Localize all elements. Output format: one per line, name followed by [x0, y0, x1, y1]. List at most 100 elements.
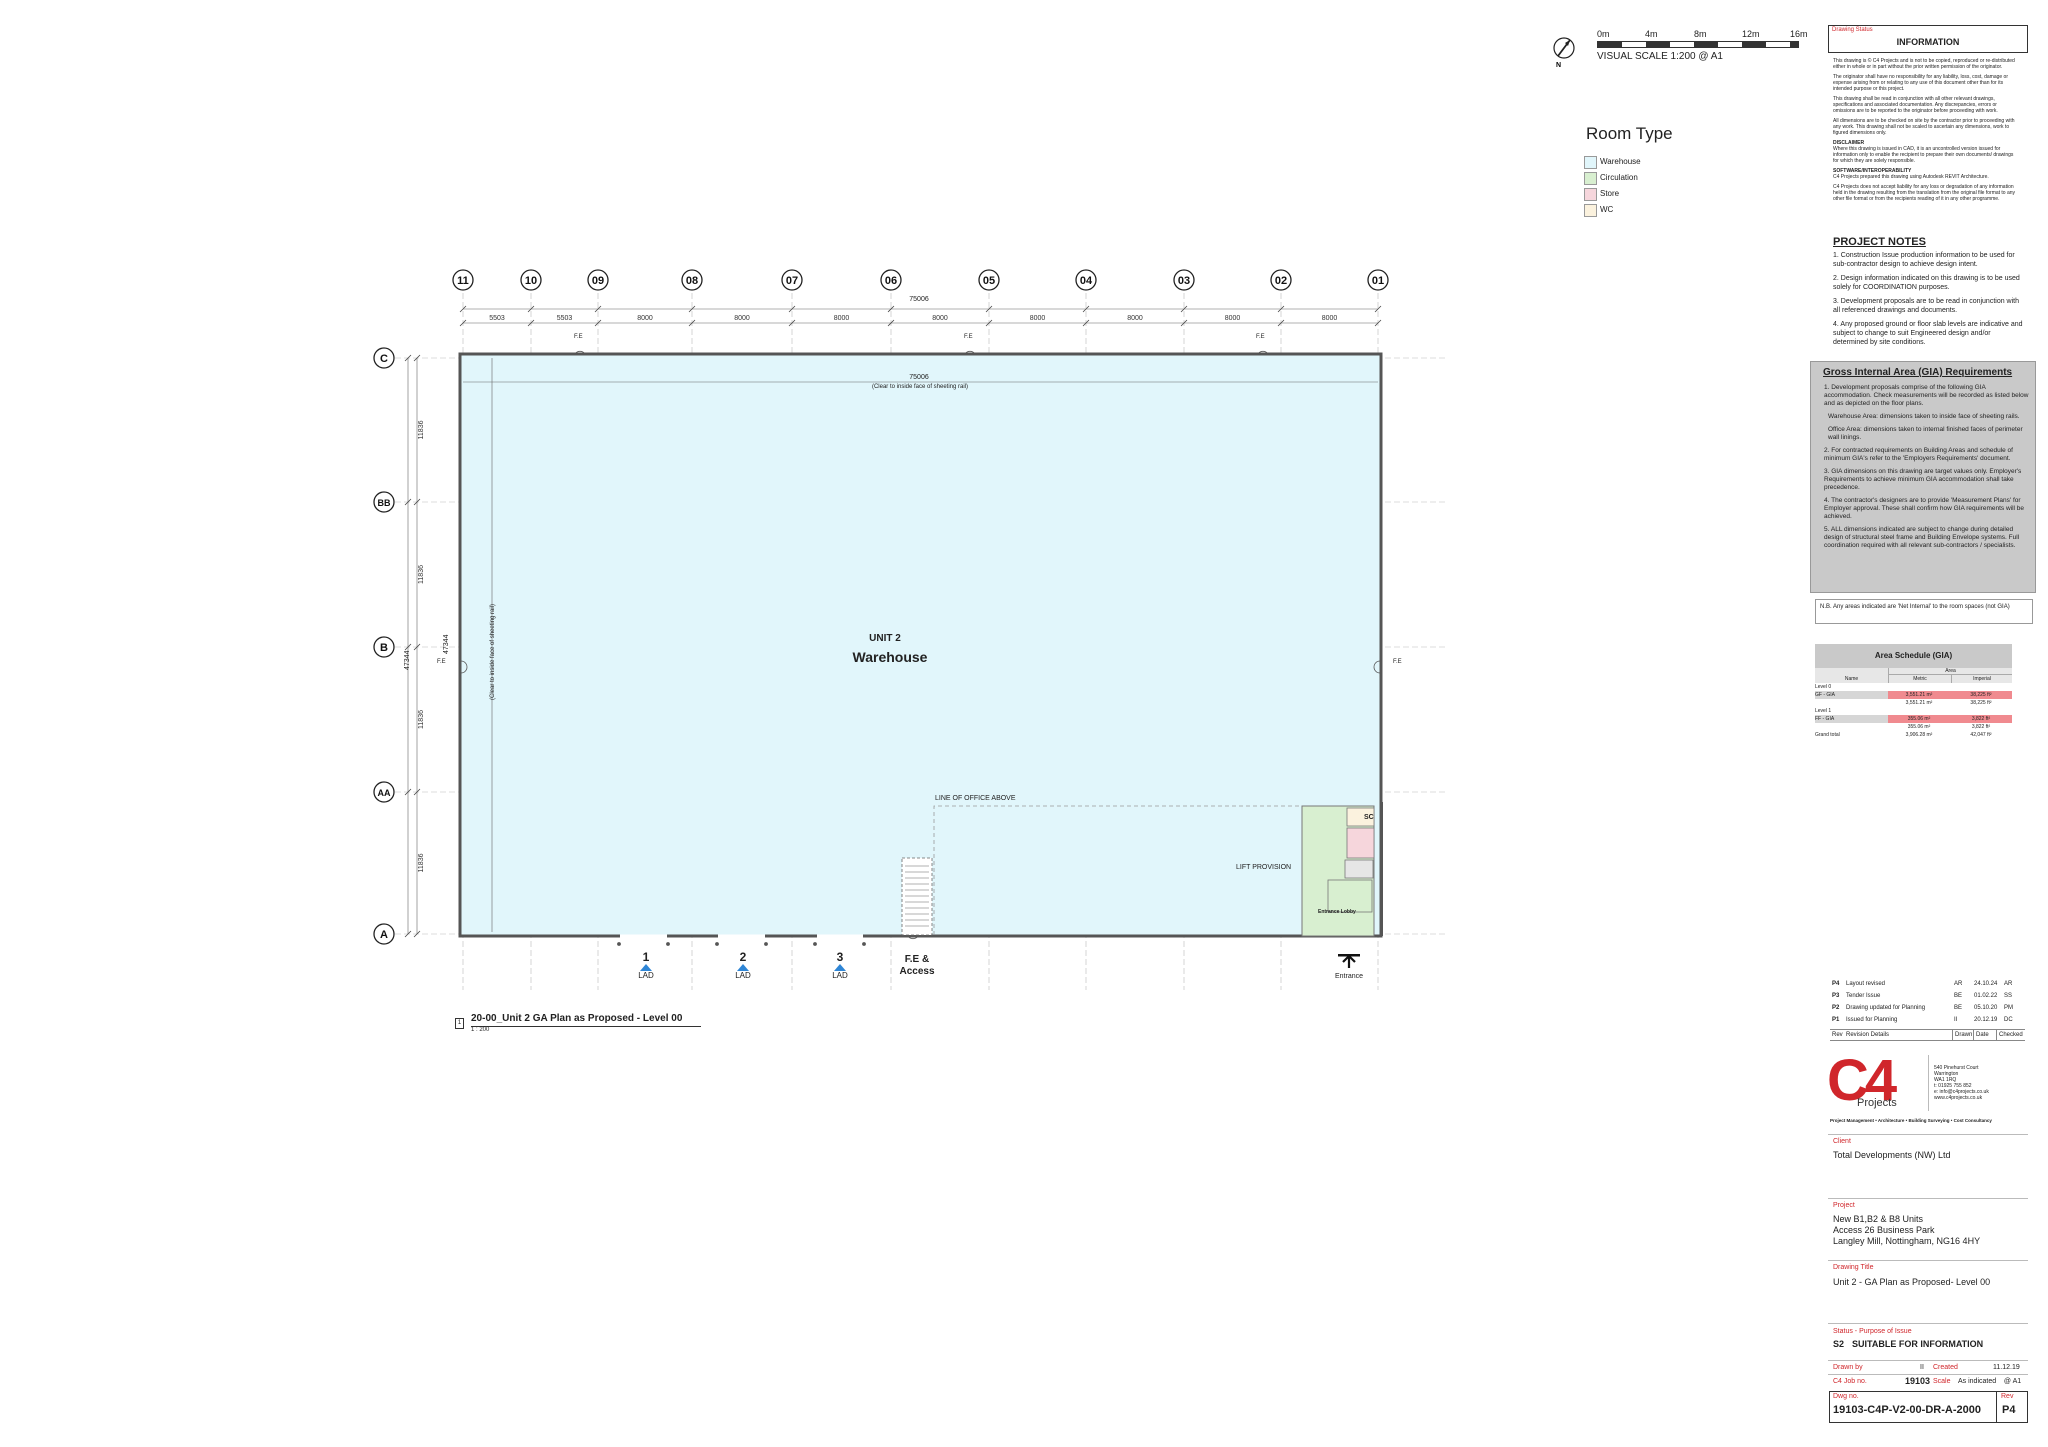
address-line: t: 01925 755 852 [1934, 1083, 1972, 1089]
address-line: e: info@c4projects.co.uk [1934, 1089, 1989, 1095]
door-post [715, 942, 719, 946]
lad-number: 3 [836, 950, 844, 964]
column-grid-label: 01 [1372, 275, 1384, 287]
column-grid-bubble [1075, 269, 1097, 291]
dwg-no: 19103-C4P-V2-00-DR-A-2000 [1833, 1404, 1981, 1416]
address-line: www.c4projects.co.uk [1934, 1095, 1983, 1101]
row-dimension: 11836 [418, 710, 425, 729]
svg-text:N: N [1556, 62, 1561, 68]
company-block: C4 Projects 540 Pinehurst Court Warringt… [1826, 1051, 2031, 1130]
project-note: 3. Development proposals are to be read … [1833, 298, 2019, 314]
company-services: Project Management • Architecture • Buil… [1830, 1118, 1992, 1123]
project-note: 4. Any proposed ground or floor slab lev… [1833, 321, 2023, 346]
view-title-block: 1 20-00_Unit 2 GA Plan as Proposed - Lev… [455, 1013, 701, 1035]
area-col-metric: Metric [1888, 675, 1951, 683]
revision-details: Issued for Planning [1846, 1017, 1898, 1023]
company-logo: C4 [1827, 1048, 1897, 1113]
drawing-status-label: Drawing Status [1832, 27, 1873, 33]
gia-note: 5. ALL dimensions indicated are subject … [1824, 526, 2020, 549]
overall-vdim-text: 47344 [404, 650, 411, 670]
gia-note: Office Area: dimensions taken to interna… [1828, 426, 2023, 441]
overall-dim-text: 75006 [909, 296, 929, 303]
dim-tick [887, 319, 895, 327]
lift-provision-label: LIFT PROVISION [1236, 864, 1292, 871]
scale-tick: 8m [1694, 29, 1707, 39]
building-wall [458, 352, 1383, 938]
column-grid-bubble [880, 269, 902, 291]
dim-tick [1277, 305, 1285, 313]
drawing-status-box: Drawing Status INFORMATION [1828, 25, 2028, 53]
row-grid-label: AA [378, 788, 391, 798]
row-grid-label: BB [378, 498, 391, 508]
company-logo-sub: Projects [1857, 1097, 1897, 1109]
entrance-label: Entrance [1335, 973, 1364, 980]
gia-note: 3. GIA dimensions on this drawing are ta… [1824, 468, 2022, 491]
scale-tick: 4m [1645, 29, 1658, 39]
door-post [862, 942, 866, 946]
area-cell-imperial: 38,225 ft² [1950, 691, 2012, 699]
dim-tick [688, 305, 696, 313]
legend-label: WC [1600, 205, 1614, 214]
view-number: 1 [455, 1018, 464, 1029]
rev-header: Rev [1832, 1032, 1843, 1038]
lad-door-2: 2 LAD [731, 950, 755, 980]
area-cell-name: GF - GIA [1815, 691, 1888, 699]
view-title-underline [471, 1026, 701, 1027]
rev-header: Checked [1996, 1030, 2023, 1040]
office-stair [1327, 879, 1373, 913]
column-grid-label: 05 [983, 275, 995, 287]
revision-details: Layout revised [1846, 981, 1886, 987]
dim-tick [788, 319, 796, 327]
created: 11.12.19 [1993, 1364, 2020, 1371]
dim-tick [688, 319, 696, 327]
software-text-2: C4 Projects does not accept liability fo… [1833, 184, 2016, 202]
project-note: 2. Design information indicated on this … [1833, 275, 2020, 291]
revision-drawn: BE [1954, 993, 1963, 999]
row-dimension: 11836 [418, 565, 425, 584]
fire-exit-label: F.E [574, 334, 583, 340]
column-grid-bubble [520, 269, 542, 291]
software-title: SOFTWARE/INTEROPERABILITY [1833, 168, 1912, 174]
fire-exit-label: F.E [1393, 659, 1402, 665]
company-address: 540 Pinehurst Court Warrington WA1 1RQ t… [1934, 1065, 1989, 1101]
job-no-label: C4 Job no. [1833, 1378, 1867, 1385]
row-grid-bubble [373, 491, 395, 513]
scale-tick: 12m [1742, 29, 1760, 39]
internal-dim-text: 75006 [909, 374, 929, 381]
door-swing [907, 935, 919, 940]
view-scale: 1 : 200 [471, 1027, 490, 1033]
door-post [813, 942, 817, 946]
row-grid-bubble [373, 636, 395, 658]
doors [460, 350, 1381, 946]
drawing-title-label: Drawing Title [1833, 1264, 1874, 1271]
store-room [1346, 827, 1375, 859]
dim-tick [527, 319, 535, 327]
column-grid-label: 06 [885, 275, 897, 287]
lad-label: LAD [832, 971, 848, 980]
scale-tick: 16m [1790, 29, 1808, 39]
area-cell-name [1815, 723, 1888, 731]
dim-tick [887, 305, 895, 313]
legend-swatch-wc [1584, 204, 1597, 217]
area-cell-metric [1888, 707, 1950, 715]
client-label: Client [1833, 1138, 1851, 1145]
info-paragraph: This drawing is © C4 Projects and is not… [1833, 58, 2015, 70]
warehouse-room [461, 355, 1380, 935]
row-grid-label: A [380, 929, 388, 941]
fe-access-label: F.E & Access [899, 954, 935, 977]
dim-tick [1374, 319, 1382, 327]
created-label: Created [1933, 1364, 1958, 1371]
area-row: Level 0 [1815, 683, 2012, 691]
dim-tick [413, 498, 421, 506]
area-cell-name [1815, 699, 1888, 707]
column-grid-bubble [587, 269, 609, 291]
client-name: Total Developments (NW) Ltd [1833, 1150, 1951, 1160]
gia-requirements-panel: Gross Internal Area (GIA) Requirements 1… [1810, 361, 2036, 593]
address-line: 540 Pinehurst Court [1934, 1065, 1979, 1071]
